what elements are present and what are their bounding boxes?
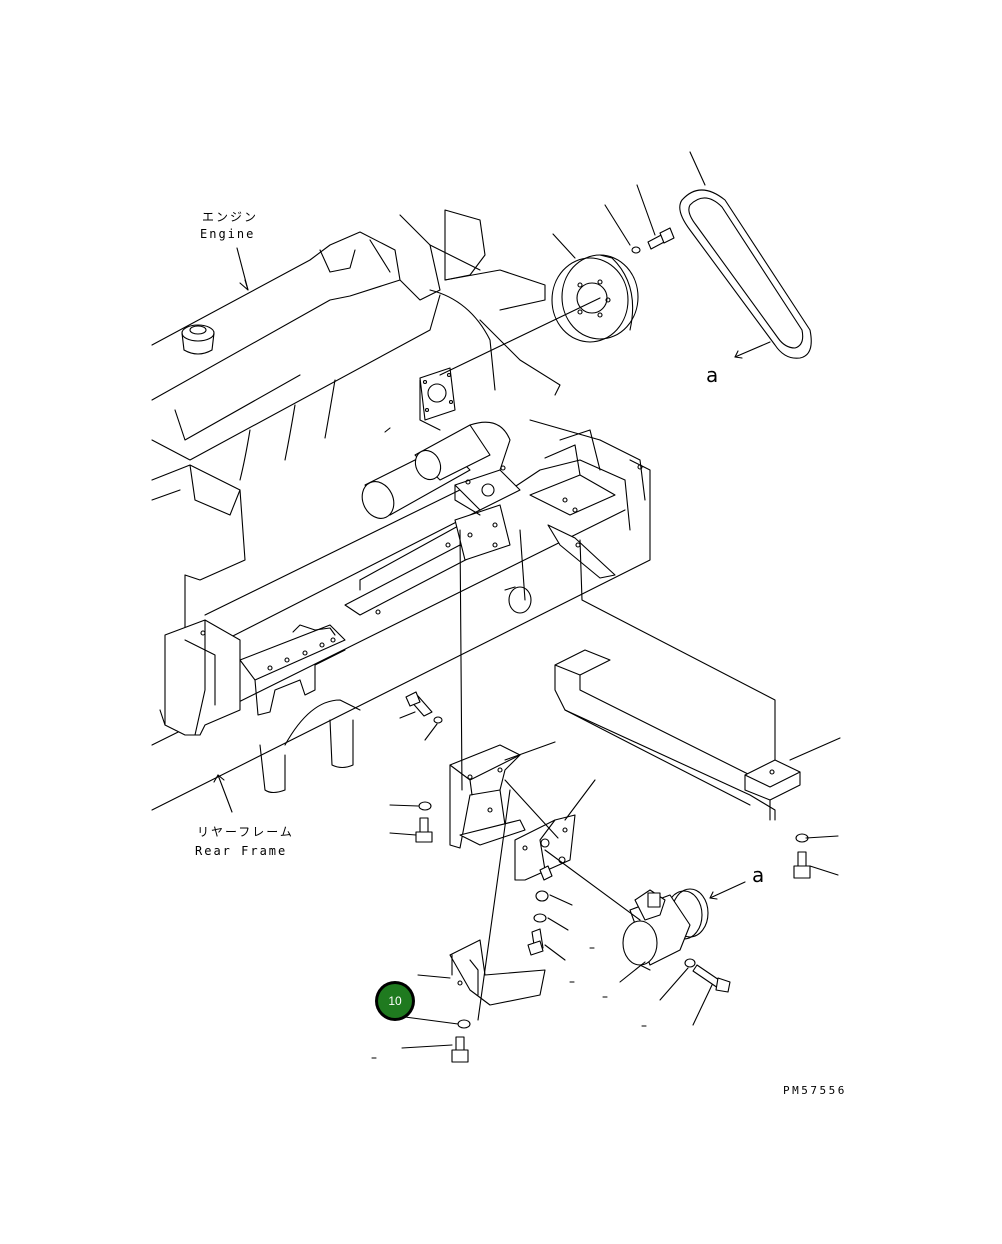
rear-frame-label-jp: リヤーフレーム [197,825,294,839]
crank-pulley [551,254,639,343]
callout-badge [378,984,412,1018]
rear-frame-assembly [151,419,651,811]
engine-assembly [151,209,561,651]
part-callout-10[interactable]: 10 [375,981,415,1021]
engine-label-jp: エンジン [202,210,258,224]
pulley-bolt [631,227,675,254]
ac-compressor [622,888,709,971]
leader-lines [213,151,841,1059]
engine-label-en: Engine [200,227,255,241]
nut-washer-stack [527,865,553,956]
rear-frame-label-en: Rear Frame [195,844,287,858]
drawing-code: PM57556 [783,1084,847,1097]
view-a-label-top: a [706,363,718,387]
bolts-and-washers [405,691,811,1063]
mount-bracket [449,744,526,849]
ac-support-bracket [554,649,801,821]
v-belt [679,189,812,359]
view-a-label-right: a [752,863,764,887]
callout-number: 10 [388,994,402,1008]
lower-cover [449,939,546,1006]
